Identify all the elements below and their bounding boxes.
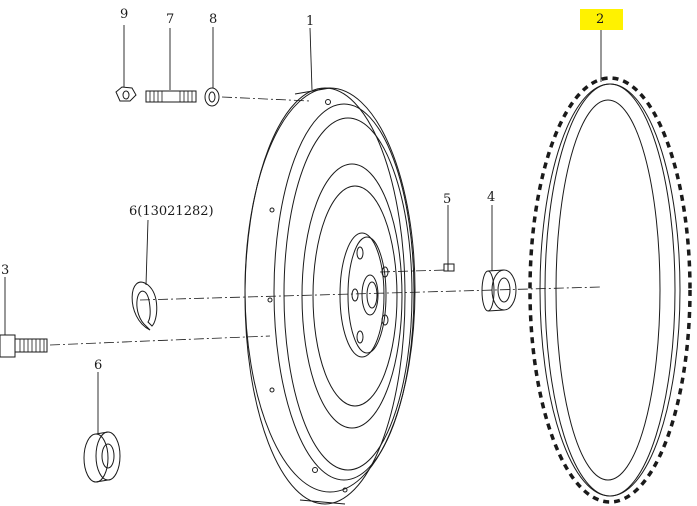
label-part-2: 2 [596, 12, 605, 27]
label-part-8: 8 [209, 12, 218, 27]
leader-lines [4, 25, 602, 434]
part-2-highlight [580, 9, 623, 30]
stud [145, 90, 197, 103]
flywheel-bolt [0, 334, 48, 358]
hex-nut [115, 86, 137, 102]
label-part-9: 9 [120, 7, 129, 22]
label-part-3: 3 [1, 263, 10, 278]
pilot-bearing [481, 269, 517, 312]
dowel-pin [443, 263, 455, 272]
ring-gear [528, 76, 692, 504]
label-part-4: 4 [487, 190, 496, 205]
label-part-6-bearing: 6 [94, 358, 103, 373]
label-part-5: 5 [443, 192, 452, 207]
lower-bearing [83, 431, 121, 483]
label-part-1: 1 [306, 14, 315, 29]
center-lines [49, 96, 601, 346]
snap-ring [131, 281, 158, 331]
washer [204, 87, 220, 107]
flywheel [244, 87, 416, 505]
label-part-7: 7 [166, 12, 175, 27]
label-part-6-snap-ring: 6(13021282) [129, 204, 214, 219]
